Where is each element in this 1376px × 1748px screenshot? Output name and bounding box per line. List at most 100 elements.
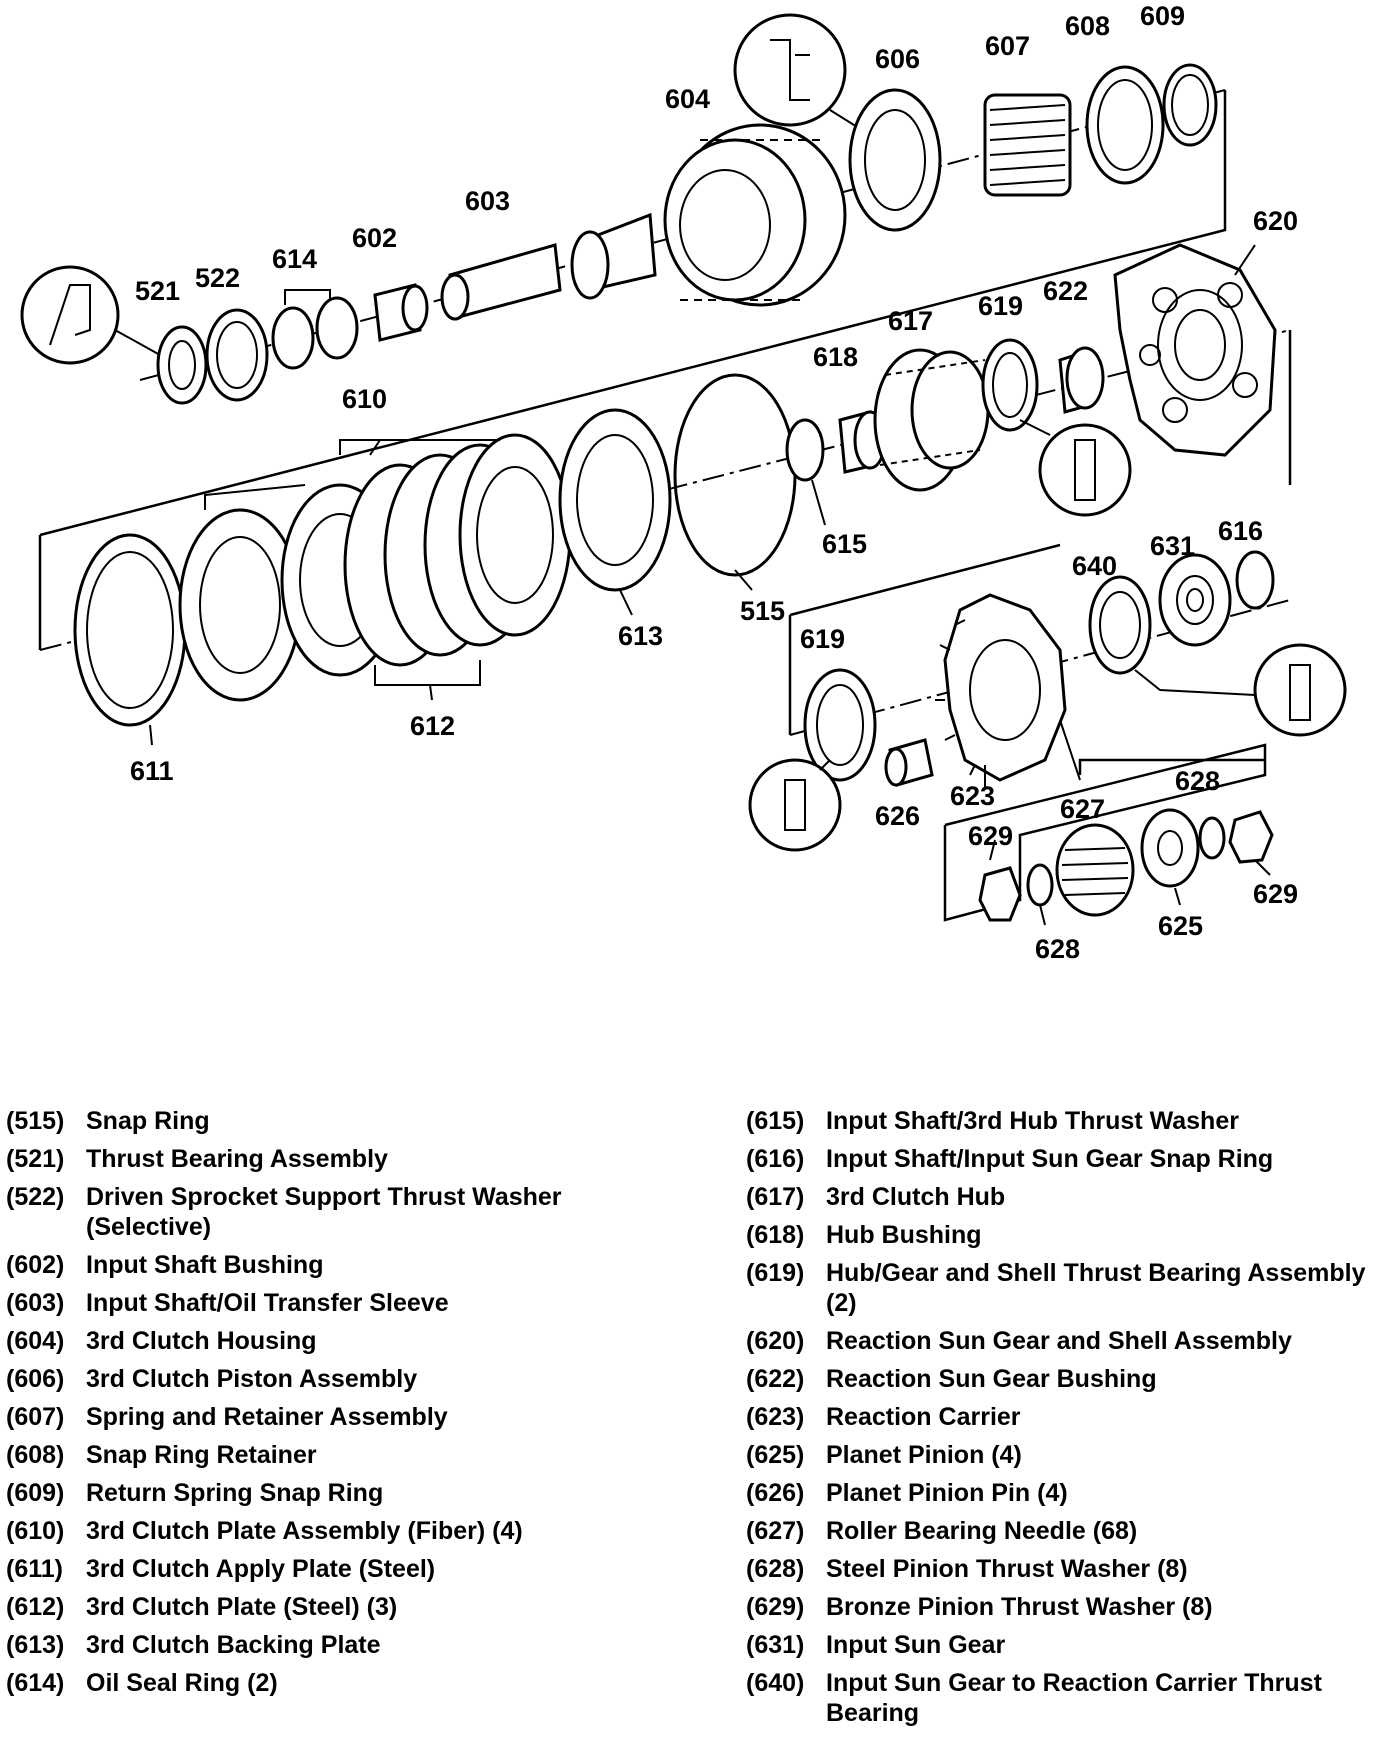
part-608 [1085, 65, 1165, 185]
part-631 [1158, 553, 1232, 647]
callout-610: 610 [342, 384, 387, 414]
legend-description: Bronze Pinion Thrust Washer (8) [826, 1593, 1213, 1621]
exploded-view-diagram: 521 522 614 602 603 604 606 607 608 609 [20, 1, 1347, 964]
legend-item: (620) Reaction Sun Gear and Shell Assembl… [746, 1322, 1376, 1360]
legend-number: (612) [6, 1593, 65, 1621]
callout-628-top: 628 [1175, 766, 1220, 796]
part-629b [1228, 810, 1274, 864]
callout-608: 608 [1065, 11, 1110, 41]
part-628b [1198, 816, 1226, 860]
legend-item: (625)Planet Pinion (4) [746, 1436, 1376, 1474]
legend-item: (628) Steel Pinion Thrust Washer (8) [746, 1550, 1376, 1588]
legend-description: Reaction Sun Gear and Shell Assembly [826, 1327, 1292, 1355]
legend-item: (610)3rd Clutch Plate Assembly (Fiber) (… [6, 1512, 646, 1550]
callout-616: 616 [1218, 516, 1263, 546]
legend-description: Reaction Sun Gear Bushing [826, 1365, 1157, 1393]
legend-number: (610) [6, 1517, 65, 1545]
part-607 [983, 93, 1072, 197]
legend-description: Driven Sprocket Support Thrust Washer (S… [86, 1183, 562, 1241]
callout-521: 521 [135, 276, 180, 306]
legend-item: (626)Planet Pinion Pin (4) [746, 1474, 1376, 1512]
row-3-assembly: 619 626 623 627 628 629 629 625 628 640 … [748, 516, 1347, 964]
legend-number: (640) [746, 1669, 805, 1697]
legend-item: (614)Oil Seal Ring (2) [6, 1664, 646, 1702]
legend-description: Steel Pinion Thrust Washer (8) [826, 1555, 1188, 1583]
legend-item: (619) Hub/Gear and Shell Thrust Bearing A… [746, 1254, 1376, 1322]
legend-number: (618) [746, 1221, 805, 1249]
legend-description: 3rd Clutch Apply Plate (Steel) [86, 1555, 436, 1583]
callout-628-bottom: 628 [1035, 934, 1080, 964]
legend-number: (515) [6, 1107, 65, 1135]
legend-item: (615)Input Shaft/3rd Hub Thrust Washer [746, 1102, 1376, 1140]
legend-item: (607) Spring and Retainer Assembly [6, 1398, 646, 1436]
legend-description: Roller Bearing Needle (68) [826, 1517, 1138, 1545]
detail-view-619b [748, 758, 842, 852]
callout-613: 613 [618, 621, 663, 651]
legend-description: Input Sun Gear [826, 1631, 1006, 1659]
callout-522: 522 [195, 263, 240, 293]
legend-number: (616) [746, 1145, 805, 1173]
part-628a [1026, 863, 1054, 907]
legend-item: (631)Input Sun Gear [746, 1626, 1376, 1664]
callout-602: 602 [352, 223, 397, 253]
part-620 [1113, 243, 1277, 457]
part-515 [673, 373, 797, 577]
part-612a [178, 508, 302, 702]
callout-515: 515 [740, 596, 785, 626]
part-615 [785, 418, 825, 482]
detail-view-619a [1038, 423, 1132, 517]
part-614b [315, 296, 359, 360]
callout-615: 615 [822, 529, 867, 559]
callout-607: 607 [985, 31, 1030, 61]
callout-609: 609 [1140, 1, 1185, 31]
part-640 [1088, 575, 1152, 675]
legend-item: (602)Input Shaft Bushing [6, 1246, 646, 1284]
part-614a [271, 306, 315, 370]
legend-number: (604) [6, 1327, 65, 1355]
legend-description: Hub/Gear and Shell Thrust Bearing Assemb… [826, 1259, 1366, 1317]
legend-description: Snap Ring [86, 1107, 210, 1135]
legend-description: Spring and Retainer Assembly [86, 1403, 448, 1431]
legend-number: (521) [6, 1145, 65, 1173]
part-625 [1140, 808, 1200, 888]
legend-number: (613) [6, 1631, 65, 1659]
callout-603: 603 [465, 186, 510, 216]
part-623 [935, 593, 1067, 782]
legend-number: (623) [746, 1403, 805, 1431]
callout-606: 606 [875, 44, 920, 74]
detail-view-640 [1253, 643, 1347, 737]
legend-description: 3rd Clutch Piston Assembly [86, 1365, 418, 1393]
callout-612: 612 [410, 711, 455, 741]
legend-item: (522)Driven Sprocket Support Thrust Wash… [6, 1178, 646, 1246]
legend-number: (628) [746, 1555, 805, 1583]
part-619a [981, 338, 1039, 432]
legend-description: Hub Bushing [826, 1221, 982, 1249]
clutch-pack-610-612 [280, 433, 572, 677]
legend-number: (620) [746, 1327, 805, 1355]
legend-number: (614) [6, 1669, 65, 1697]
legend-description: Input Shaft Bushing [86, 1251, 324, 1279]
legend-number: (606) [6, 1365, 65, 1393]
legend-description: Input Shaft/3rd Hub Thrust Washer [826, 1107, 1239, 1135]
callout-626: 626 [875, 801, 920, 831]
legend-item: (521)Thrust Bearing Assembly [6, 1140, 646, 1178]
part-617 [873, 348, 990, 492]
legend-item: (618) Hub Bushing [746, 1216, 1376, 1254]
legend-number: (609) [6, 1479, 65, 1507]
legend-number: (625) [746, 1441, 805, 1469]
part-616 [1235, 550, 1275, 610]
legend-number: (607) [6, 1403, 65, 1431]
legend-item: (613)3rd Clutch Backing Plate [6, 1626, 646, 1664]
legend-number: (611) [6, 1555, 63, 1583]
legend-description: Input Shaft/Input Sun Gear Snap Ring [826, 1145, 1274, 1173]
legend-item: (515) Snap Ring [6, 1102, 646, 1140]
legend-description: 3rd Clutch Housing [86, 1327, 317, 1355]
callout-604: 604 [665, 84, 710, 114]
legend-description: Input Shaft/Oil Transfer Sleeve [86, 1289, 449, 1317]
legend-item: (627) Roller Bearing Needle (68) [746, 1512, 1376, 1550]
part-521 [156, 325, 208, 405]
legend-item: (616) Input Shaft/Input Sun Gear Snap Rin… [746, 1140, 1376, 1178]
legend-number: (619) [746, 1259, 805, 1287]
callout-640: 640 [1072, 551, 1117, 581]
legend-number: (627) [746, 1517, 805, 1545]
